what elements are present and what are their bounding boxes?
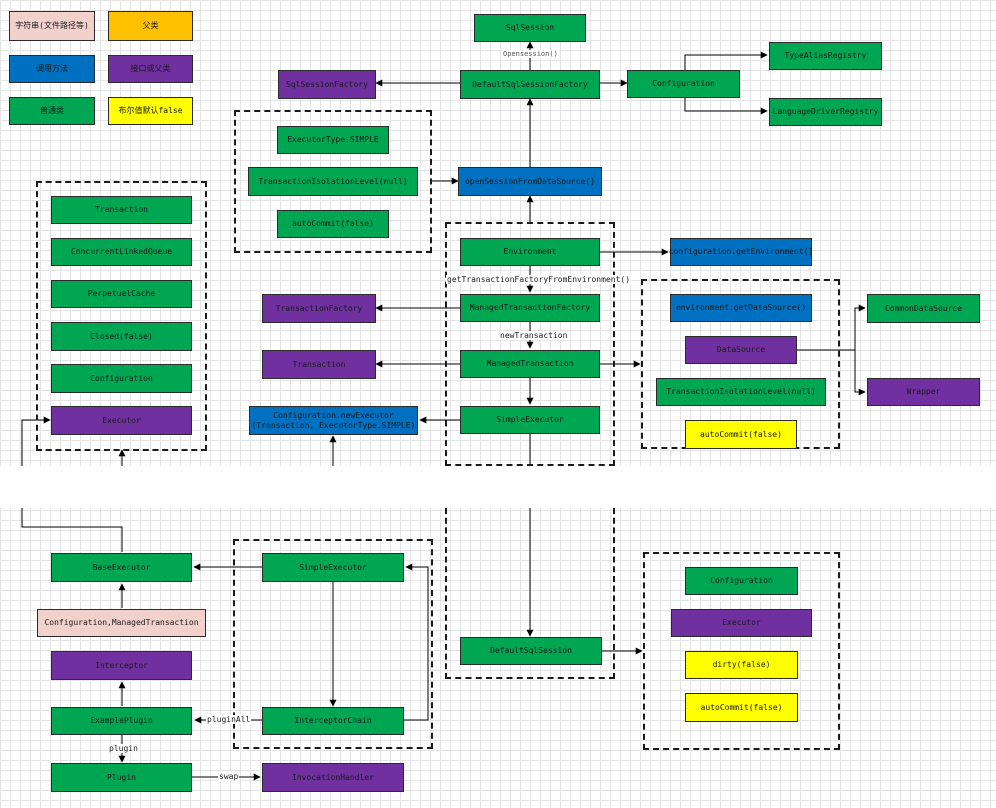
node-invocation-handler[interactable]: InvocationHandler [262, 763, 404, 792]
node-base-executor[interactable]: BaseExecutor [51, 553, 192, 582]
node-language-driver-registry[interactable]: LanguageDriverRegistry [769, 98, 882, 126]
legend-string: 字符串(文件路径等) [9, 11, 95, 41]
node-sql-session[interactable]: SqlSession [474, 14, 586, 42]
node-common-data-source[interactable]: CommonDataSource [867, 294, 980, 323]
edge-config-langdriver [684, 97, 768, 115]
legend-parent: 父类 [108, 11, 193, 41]
label-plugin: plugin [108, 744, 139, 753]
node-wrapper[interactable]: Wrapper [867, 378, 980, 406]
group-default-sql-session [643, 552, 840, 750]
node-open-session-from-data-source[interactable]: openSessionFromDataSource() [458, 167, 602, 196]
edge-executor-left [21, 416, 51, 466]
node-configuration[interactable]: Configuration [627, 70, 740, 98]
group-open-session-params [234, 110, 432, 253]
node-configuration-get-environment[interactable]: configuration.getEnvironment() [669, 238, 813, 266]
node-example-plugin[interactable]: ExamplePlugin [51, 707, 192, 735]
label-swap: swap [218, 772, 240, 781]
node-transaction-mid[interactable]: Transaction [262, 350, 376, 379]
node-configuration-right[interactable]: Configuration [685, 567, 798, 595]
label-get-transaction-factory: getTransactionFactoryFromEnvironment() [446, 275, 632, 284]
node-default-sql-session[interactable]: DefaultSqlSession [460, 637, 602, 665]
node-dirty-false[interactable]: dirty(false) [685, 651, 798, 679]
node-default-sql-session-factory[interactable]: DefaultSqlSessionFactory [460, 70, 600, 99]
node-configuration-new-executor[interactable]: Configuration.newExecutor (Transaction, … [249, 406, 418, 435]
node-type-alias-registry[interactable]: TypeAliasRegistry [769, 42, 882, 70]
node-transaction-isolation-level[interactable]: TransactionIsolationLevel(null) [248, 167, 418, 196]
label-plugin-all: pluginAll [206, 715, 252, 724]
node-configuration-managed-transaction[interactable]: Configuration,ManagedTransaction [37, 609, 206, 637]
node-transaction-factory[interactable]: TransactionFactory [262, 294, 376, 323]
edge-chain-se-loop [404, 563, 429, 721]
node-concurrent-linked-queue[interactable]: ConcurrentLinkedQueue [51, 238, 192, 266]
group-environment-flow-bottom [445, 508, 615, 679]
node-perpetual-cache[interactable]: PerpetualCache [51, 280, 192, 308]
node-interceptor-chain[interactable]: InterceptorChain [262, 707, 404, 735]
node-environment-get-data-source[interactable]: environment.getDataSource() [670, 294, 812, 322]
node-simple-executor-bottom[interactable]: SimpleExecutor [262, 553, 404, 582]
edge-ds-common [797, 304, 866, 351]
node-plugin[interactable]: Plugin [51, 763, 192, 792]
node-sql-session-factory[interactable]: SqlSessionFactory [278, 70, 376, 99]
node-closed-false[interactable]: Closed(false) [51, 322, 192, 351]
node-transaction-isolation-level-ds[interactable]: TransactionIsolationLevel(null) [656, 378, 826, 406]
legend-normal: 普通类 [9, 97, 95, 125]
node-auto-commit-false-top[interactable]: autoCommit(false) [277, 210, 389, 238]
node-executor-left[interactable]: Executor [51, 406, 192, 435]
node-executor-right[interactable]: Executor [671, 609, 812, 637]
node-auto-commit-false-right[interactable]: autoCommit(false) [685, 693, 798, 722]
label-open-session: Opensession() [502, 50, 559, 58]
group-simple-executor [233, 539, 433, 749]
edge-config-typealias [684, 51, 768, 70]
edge-ds-wrapper [842, 349, 866, 396]
node-data-source[interactable]: DataSource [685, 336, 797, 364]
node-interceptor[interactable]: Interceptor [51, 651, 192, 680]
node-managed-transaction-factory[interactable]: ManagedTransactionFactory [460, 294, 600, 322]
page-break-gap [0, 466, 996, 508]
node-transaction-left[interactable]: Transaction [51, 196, 192, 224]
node-environment[interactable]: Environment [460, 238, 600, 266]
label-new-transaction: newTransaction [499, 331, 569, 340]
node-managed-transaction[interactable]: ManagedTransaction [460, 350, 600, 378]
legend-method: 调用方法 [9, 55, 95, 83]
edge-loop-bottom [21, 508, 123, 552]
node-simple-executor-top[interactable]: SimpleExecutor [460, 406, 600, 434]
node-executor-type-simple[interactable]: ExecutorType.SIMPLE [277, 126, 389, 154]
legend-interface: 接口或父类 [108, 55, 193, 83]
node-auto-commit-false-ds[interactable]: autoCommit(false) [685, 420, 797, 449]
group-environment-flow [445, 222, 615, 466]
node-configuration-left[interactable]: Configuration [51, 364, 192, 393]
legend-boolean: 布尔值默认false [108, 97, 193, 125]
